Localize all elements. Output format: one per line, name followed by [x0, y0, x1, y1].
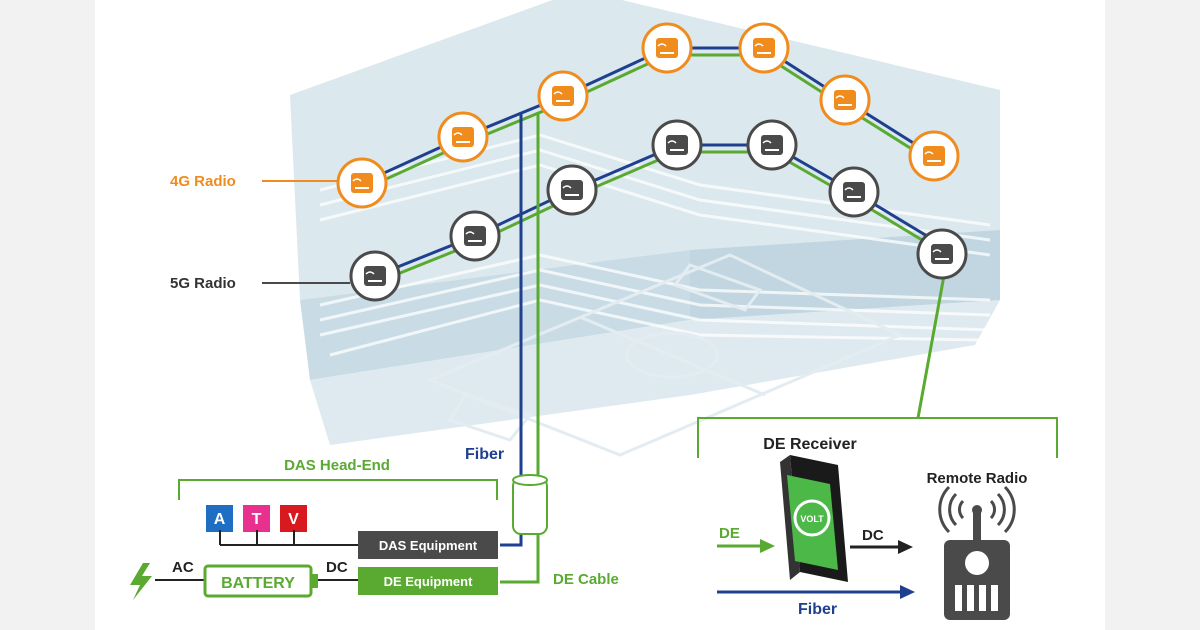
cable-connector: [512, 474, 548, 535]
service-badge-v: V: [280, 505, 307, 532]
5g-radio-node: [651, 119, 703, 171]
service-letter: V: [288, 511, 299, 528]
service-letter: A: [214, 511, 226, 528]
dc-out-label: DC: [862, 527, 884, 544]
battery-terminal: [311, 574, 318, 588]
radios-5g: [349, 119, 968, 302]
dc-left-label: DC: [326, 559, 348, 576]
head-end-bracket: [178, 479, 498, 500]
remote-bracket: [697, 417, 1058, 458]
5g-radio-node: [449, 210, 501, 262]
4g-radio-node: [908, 130, 960, 182]
service-badge-t: T: [243, 505, 270, 532]
remote-branch-line: [916, 269, 947, 419]
4g-radio-node: [738, 22, 790, 74]
5g-radio-node: [349, 250, 401, 302]
service-letter: T: [252, 511, 262, 528]
de-cable-label: DE Cable: [553, 571, 619, 588]
4g-radio-node: [537, 70, 589, 122]
radio-unit-icon: [464, 226, 486, 246]
radio-unit-icon: [364, 266, 386, 286]
ac-label: AC: [172, 559, 194, 576]
de-receiver-device: VOLT: [780, 455, 848, 582]
radio-unit-icon: [552, 86, 574, 106]
radio-unit-icon: [761, 135, 783, 155]
de-equipment-box: [358, 567, 498, 595]
radio-unit-icon: [753, 38, 775, 58]
service-badge-a: A: [206, 505, 233, 532]
radio-unit-icon: [923, 146, 945, 166]
fiber-bottom-label: Fiber: [798, 601, 837, 618]
radio-unit-icon: [666, 135, 688, 155]
battery-label: BATTERY: [221, 575, 295, 592]
radios-4g: [336, 22, 960, 209]
de-receiver-label: DE Receiver: [763, 436, 856, 453]
radio-unit-icon: [656, 38, 678, 58]
radio-unit-icon: [351, 173, 373, 193]
5g-radio-label: 5G Radio: [170, 275, 236, 292]
4g-radio-node: [437, 111, 489, 163]
das-equipment-box: [358, 531, 498, 559]
radio-unit-icon: [452, 127, 474, 147]
lightning-bolt-icon: [130, 563, 152, 600]
das-head-end: DAS Head-End A T V DAS Equipment DE Equipm…: [130, 457, 498, 600]
4g-radio-node: [819, 74, 871, 126]
radio-unit-icon: [561, 180, 583, 200]
5g-radio-node: [546, 164, 598, 216]
5g-radio-node: [916, 228, 968, 280]
das-equipment-label: DAS Equipment: [379, 538, 478, 553]
de-in-label: DE: [719, 525, 740, 542]
remote-radio-icon: [938, 485, 1016, 534]
4g-radio-node: [641, 22, 693, 74]
remote-section: DE Receiver VOLT DE DC Fiber Remote Radi…: [697, 417, 1058, 620]
vertical-de-riser: [500, 112, 540, 584]
5g-radio-node: [828, 166, 880, 218]
remote-radio-label: Remote Radio: [927, 470, 1028, 487]
soccer-pitch: [426, 253, 904, 457]
5g-radio-node: [746, 119, 798, 171]
vertical-fiber-riser: [500, 112, 523, 547]
radio-unit-icon: [843, 182, 865, 202]
radio-unit-icon: [834, 90, 856, 110]
radio-callouts: 4G Radio 5G Radio: [170, 173, 350, 292]
receiver-logo-text: VOLT: [800, 514, 824, 524]
remote-radio-unit: [944, 505, 1010, 620]
4g-radio-label: 4G Radio: [170, 173, 236, 190]
radio-unit-icon: [931, 244, 953, 264]
4g-radio-node: [336, 157, 388, 209]
fiber-riser-label: Fiber: [465, 446, 504, 463]
das-head-end-label: DAS Head-End: [284, 457, 390, 474]
de-equipment-label: DE Equipment: [384, 574, 474, 589]
